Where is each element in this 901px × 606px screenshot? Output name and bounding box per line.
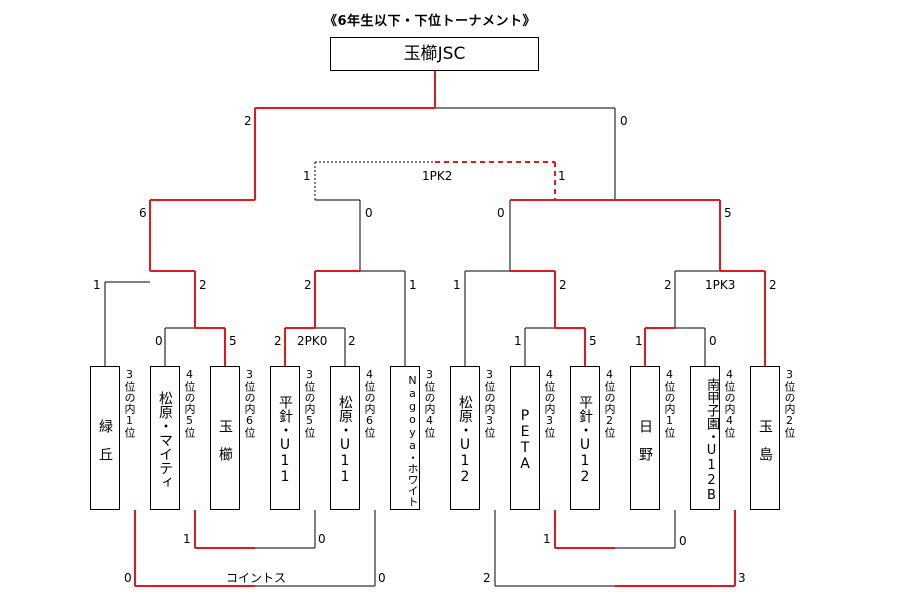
team-rank: 3位の内6位	[243, 368, 256, 438]
score-label: 0	[318, 532, 326, 546]
score-label: 2	[769, 278, 777, 292]
score-label: 2	[559, 278, 567, 292]
score-label: 1	[635, 334, 643, 348]
team-box: 日 野	[630, 366, 660, 510]
score-label: 2	[664, 278, 672, 292]
score-label: 1	[409, 278, 417, 292]
coin-toss-label: コイントス	[226, 571, 287, 585]
score-label: 2	[304, 278, 312, 292]
team-box: 玉 島	[750, 366, 780, 510]
champion-box: 玉櫛JSC	[330, 37, 539, 71]
score-label: 0	[124, 571, 132, 585]
team-rank: 4位の内5位	[183, 368, 196, 438]
score-label: 0	[620, 114, 628, 128]
team-box: Nagoya・ホワイト	[390, 366, 420, 510]
page-title: 《6年生以下・下位トーナメント》	[323, 14, 537, 29]
score-label: 0	[709, 334, 717, 348]
team-box: 平針・U12	[570, 366, 600, 510]
score-label: 2	[483, 571, 491, 585]
score-label: 1	[93, 278, 101, 292]
score-label: 2	[274, 334, 282, 348]
team-box: 松原・マイティ	[150, 366, 180, 510]
team-rank: 3位の内5位	[303, 368, 316, 438]
score-label: 1	[514, 334, 522, 348]
pk-label: 1PK3	[705, 278, 736, 292]
team-box: 南甲子園・U12B	[690, 366, 720, 510]
score-label: 0	[378, 571, 386, 585]
score-label: 5	[589, 334, 597, 348]
dashed-line	[314, 161, 435, 200]
team-box: 緑 丘	[90, 366, 120, 510]
team-rank: 4位の内2位	[603, 368, 616, 438]
score-label: 0	[155, 334, 163, 348]
team-rank: 3位の内3位	[483, 368, 496, 438]
team-rank: 3位の内2位	[783, 368, 796, 438]
winner-lines	[134, 71, 766, 587]
black-lines	[104, 107, 720, 587]
pk-label: 1PK2	[422, 169, 453, 183]
score-label: 0	[365, 206, 373, 220]
team-box: 松原・U12	[450, 366, 480, 510]
score-label: 5	[229, 334, 237, 348]
team-rank: 4位の内4位	[723, 368, 736, 438]
score-label: 5	[724, 206, 732, 220]
team-box: 松原・U11	[330, 366, 360, 510]
score-label: 2	[348, 334, 356, 348]
team-rank: 4位の内6位	[363, 368, 376, 438]
pk-label: 2PK0	[297, 334, 328, 348]
score-label: 0	[497, 206, 505, 220]
team-box: 玉 櫛	[210, 366, 240, 510]
winner-dashed-line	[435, 161, 556, 200]
score-label: 2	[199, 278, 207, 292]
score-label: 3	[738, 571, 746, 585]
score-label: 1	[558, 169, 566, 183]
score-label: 1	[183, 532, 191, 546]
score-label: 0	[679, 534, 687, 548]
team-rank: 3位の内4位	[423, 368, 436, 438]
score-label: 1	[543, 532, 551, 546]
team-box: 平針・U11	[270, 366, 300, 510]
score-label: 6	[139, 206, 147, 220]
score-label: 1	[453, 278, 461, 292]
score-label: 1	[303, 169, 311, 183]
team-rank: 3位の内1位	[123, 368, 136, 438]
team-box: PETA	[510, 366, 540, 510]
score-label: 2	[244, 114, 252, 128]
team-rank: 4位の内1位	[663, 368, 676, 438]
team-rank: 4位の内3位	[543, 368, 556, 438]
